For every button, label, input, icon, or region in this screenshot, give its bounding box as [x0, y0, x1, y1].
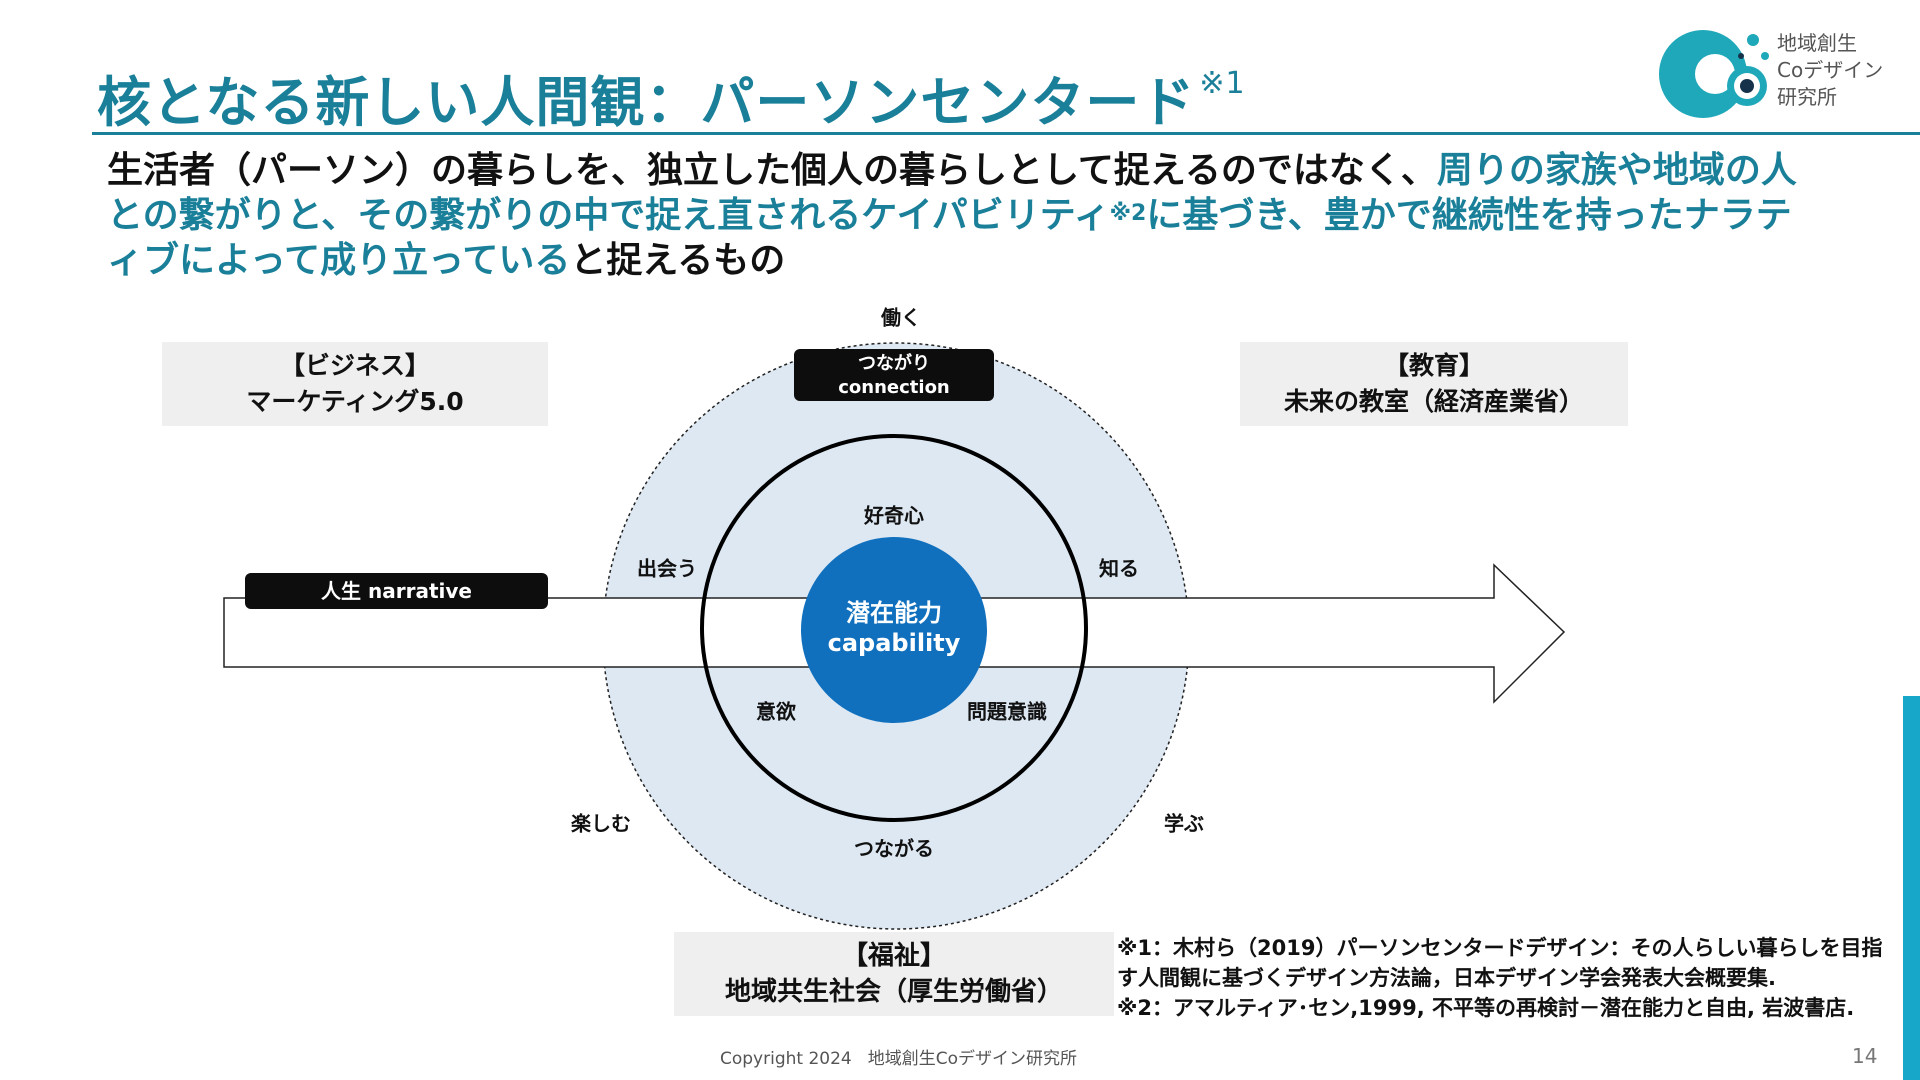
- logo-org-name: 地域創生 Coデザイン 研究所: [1777, 31, 1884, 109]
- copyright-text: Copyright 2024: [720, 1049, 852, 1069]
- lead-statement: 生活者（パーソン）の暮らしを、独立した個人の暮らしとして捉えるのではなく、周りの…: [107, 148, 1807, 283]
- slide-title: 核となる新しい人間観：パーソンセンタード※1: [97, 58, 1246, 137]
- page-number: 14: [1852, 1044, 1878, 1068]
- co-design-logo-icon: [1659, 30, 1769, 118]
- lead-part-4: と捉えるもの: [570, 240, 786, 281]
- reference-1-line-2: す人間観に基づくデザイン方法論，日本デザイン学会発表大会概要集.: [1117, 966, 1776, 990]
- capability-core-label: 潜在能力 capability: [800, 546, 988, 716]
- title-underline: [92, 132, 1920, 135]
- welfare-box: 【福祉】 地域共生社会（厚生労働省）: [674, 932, 1114, 1016]
- inner-circle: [700, 434, 1088, 822]
- label-curiosity: 好奇心: [864, 503, 924, 528]
- lead-part-1: 生活者（パーソン）の暮らしを、独立した個人の暮らしとして捉えるのではなく、: [107, 150, 1437, 191]
- connection-tag-en: connection: [838, 377, 950, 398]
- title-footnote-mark: ※1: [1199, 66, 1246, 101]
- side-accent-bar: [1903, 696, 1920, 1080]
- connection-tag-jp: つながり: [858, 353, 930, 374]
- education-box: 【教育】 未来の教室（経済産業省）: [1240, 342, 1628, 426]
- capability-core: [801, 537, 987, 723]
- label-learn: 学ぶ: [1164, 811, 1204, 836]
- footer: Copyright 2024 地域創生Coデザイン研究所: [720, 1044, 1077, 1069]
- reference-1-line-1: ※1：木村ら（2019）パーソンセンタードデザイン：その人らしい暮らしを目指: [1117, 936, 1883, 960]
- label-meet: 出会う: [637, 556, 697, 581]
- label-awareness: 問題意識: [967, 699, 1047, 724]
- label-work: 働く: [881, 305, 921, 330]
- footer-org-name: 地域創生Coデザイン研究所: [867, 1049, 1078, 1069]
- business-box-text: マーケティング5.0: [246, 387, 464, 416]
- reference-2: ※2：アマルティア･セン,1999, 不平等の再検討－潜在能力と自由, 岩波書店…: [1117, 996, 1855, 1020]
- connection-tag: つながり connection: [794, 349, 994, 401]
- references: ※1：木村ら（2019）パーソンセンタードデザイン：その人らしい暮らしを目指 す…: [1117, 933, 1917, 1023]
- business-box: 【ビジネス】 マーケティング5.0: [162, 342, 548, 426]
- label-motivation: 意欲: [756, 699, 796, 724]
- label-enjoy: 楽しむ: [571, 811, 631, 836]
- capability-label-jp: 潜在能力: [846, 599, 942, 627]
- lead-highlight-2: に基づき、豊かで継続性を持ったナラティブによって成り立っている: [107, 195, 1792, 281]
- welfare-box-text: 地域共生社会（厚生労働省）: [724, 977, 1063, 1007]
- label-know: 知る: [1099, 556, 1139, 581]
- lead-footnote-mark: ※2: [1109, 201, 1147, 226]
- lead-highlight-1: 周りの家族や地域の人との繋がりと、その繋がりの中で捉え直されるケイパビリティ: [107, 150, 1797, 236]
- education-box-text: 未来の教室（経済産業省）: [1283, 387, 1584, 416]
- label-connect: つながる: [854, 836, 934, 861]
- slide-title-text: 核となる新しい人間観：パーソンセンタード: [97, 71, 1196, 134]
- welfare-box-heading: 【福祉】: [841, 941, 946, 971]
- narrative-tag-text: 人生 narrative: [321, 579, 472, 603]
- education-box-heading: 【教育】: [1383, 351, 1484, 380]
- business-box-heading: 【ビジネス】: [279, 351, 430, 380]
- narrative-tag: 人生 narrative: [245, 573, 548, 609]
- capability-label-en: capability: [827, 629, 961, 657]
